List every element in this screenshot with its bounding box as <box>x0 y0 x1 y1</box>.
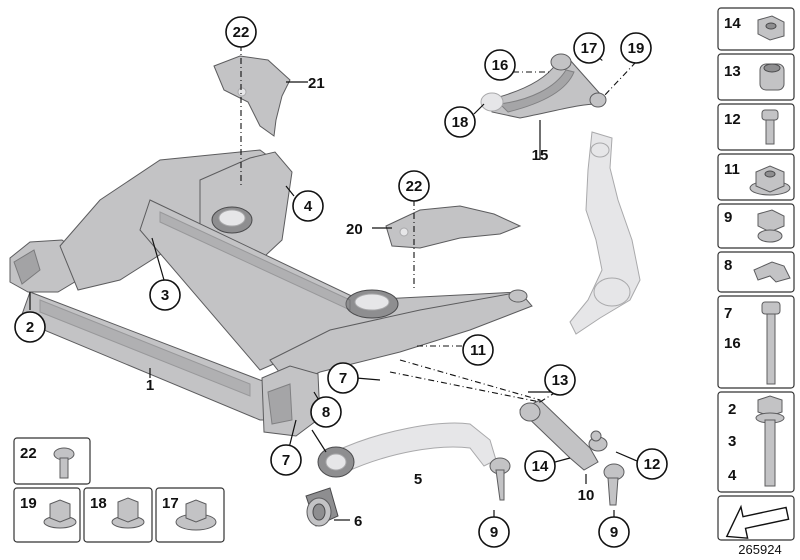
long-bolt-7-icon <box>761 301 781 385</box>
fastener-panel: 14 13 12 11 9 8 7 16 2 3 4 <box>717 7 795 541</box>
svg-text:13: 13 <box>552 372 569 389</box>
callout-16: 16 <box>484 49 516 81</box>
svg-text:11: 11 <box>470 342 486 359</box>
callout-7-low: 7 <box>270 444 302 476</box>
front-axle-subframe <box>9 149 533 437</box>
svg-text:13: 13 <box>724 63 741 80</box>
callout-18: 18 <box>444 106 476 138</box>
callout-17: 17 <box>573 32 605 64</box>
flange-nut-11-icon <box>749 165 791 196</box>
steering-knuckle <box>569 131 641 335</box>
fastener-panel-bottom: 22 19 18 17 <box>13 437 225 543</box>
callout-12: 12 <box>636 448 668 480</box>
svg-text:7: 7 <box>282 452 290 469</box>
label-15: 15 <box>532 147 549 164</box>
svg-text:19: 19 <box>628 40 645 57</box>
label-20: 20 <box>346 221 363 238</box>
svg-text:12: 12 <box>644 456 661 473</box>
sleeve-13-icon <box>759 63 785 91</box>
nut-19-icon <box>43 499 77 529</box>
svg-text:17: 17 <box>581 40 598 57</box>
callout-7-mid: 7 <box>327 362 359 394</box>
svg-text:3: 3 <box>161 287 169 304</box>
svg-text:14: 14 <box>532 458 549 475</box>
lower-wishbone <box>317 422 511 501</box>
svg-text:21: 21 <box>308 75 325 92</box>
svg-text:7: 7 <box>339 370 347 387</box>
svg-text:16: 16 <box>724 335 741 352</box>
front-direction-arrow-icon <box>725 504 790 539</box>
label-21: 21 <box>308 75 325 92</box>
svg-text:22: 22 <box>233 24 250 41</box>
callout-19: 19 <box>620 32 652 64</box>
svg-text:2: 2 <box>728 401 736 418</box>
svg-text:16: 16 <box>492 57 509 74</box>
callout-22-mid: 22 <box>398 170 430 202</box>
callout-3: 3 <box>149 279 181 311</box>
svg-text:9: 9 <box>490 524 498 541</box>
svg-text:11: 11 <box>724 161 740 178</box>
bolt-12-icon <box>761 109 779 145</box>
callout-8: 8 <box>310 396 342 428</box>
nut-18-icon <box>111 497 145 529</box>
svg-text:15: 15 <box>532 147 549 164</box>
label-10: 10 <box>578 487 595 504</box>
svg-text:14: 14 <box>724 15 741 32</box>
bushing <box>305 487 339 527</box>
svg-text:9: 9 <box>610 524 618 541</box>
callout-9-right: 9 <box>598 516 630 548</box>
callout-4: 4 <box>292 190 324 222</box>
label-1: 1 <box>146 377 154 394</box>
svg-text:9: 9 <box>724 209 732 226</box>
heat-shield-upper <box>213 55 291 137</box>
callout-9-left: 9 <box>478 516 510 548</box>
callout-13: 13 <box>544 364 576 396</box>
svg-text:5: 5 <box>414 471 422 488</box>
svg-text:6: 6 <box>354 513 362 530</box>
clip-8-icon <box>753 261 791 283</box>
callout-2: 2 <box>14 311 46 343</box>
svg-text:1: 1 <box>146 377 154 394</box>
svg-text:3: 3 <box>728 433 736 450</box>
svg-text:4: 4 <box>304 198 313 215</box>
callout-11: 11 <box>462 334 494 366</box>
svg-text:12: 12 <box>724 111 741 128</box>
svg-text:22: 22 <box>406 178 423 195</box>
svg-text:2: 2 <box>26 319 34 336</box>
svg-text:10: 10 <box>578 487 595 504</box>
bolt-2-icon <box>755 395 785 487</box>
svg-text:7: 7 <box>724 305 732 322</box>
upper-control-arm <box>480 53 607 119</box>
svg-text:18: 18 <box>90 495 107 512</box>
svg-text:18: 18 <box>452 114 469 131</box>
label-5: 5 <box>414 471 422 488</box>
svg-text:8: 8 <box>724 257 732 274</box>
reference-number: 265924 <box>738 542 781 557</box>
nut-14-icon <box>757 15 785 41</box>
heat-shield-lower <box>385 205 522 249</box>
svg-text:19: 19 <box>20 495 37 512</box>
callout-22-top: 22 <box>225 16 257 48</box>
svg-text:22: 22 <box>20 445 37 462</box>
screw-22-icon <box>53 447 75 479</box>
label-6: 6 <box>354 513 362 530</box>
nut-17-icon <box>175 499 217 531</box>
svg-text:20: 20 <box>346 221 363 238</box>
svg-text:17: 17 <box>162 495 179 512</box>
nut-9-icon <box>757 209 785 243</box>
svg-text:4: 4 <box>728 467 737 484</box>
svg-text:8: 8 <box>322 404 330 421</box>
callout-14: 14 <box>524 450 556 482</box>
